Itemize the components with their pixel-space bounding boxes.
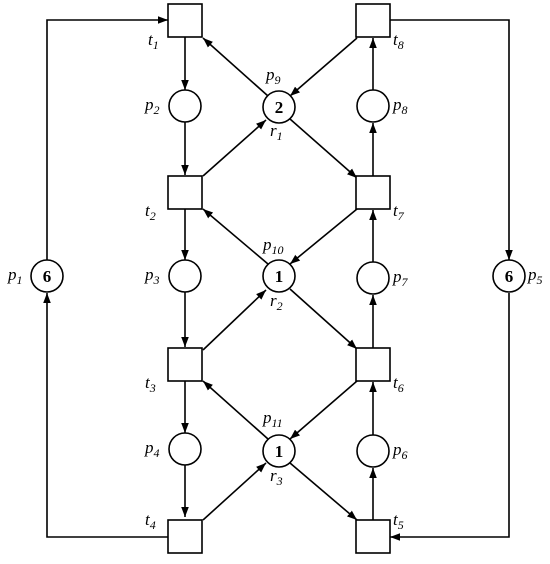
transition-t3 (167, 347, 203, 382)
arc-t2-p9 (202, 119, 267, 177)
label-t5: t5 (393, 510, 404, 532)
arc-p9-t7 (289, 118, 358, 179)
label-p9: p9 (265, 65, 281, 87)
arc-t6-p11 (289, 380, 358, 440)
place-p7 (356, 261, 390, 295)
label-p7: p7 (392, 267, 409, 289)
place-p10 (262, 259, 296, 293)
transition-t2 (167, 175, 203, 210)
label-t1: t1 (148, 30, 159, 52)
tokens-p10: 1 (275, 267, 284, 286)
label-p4: p4 (144, 438, 160, 460)
label-t3: t3 (145, 373, 156, 395)
transition-t5 (355, 519, 391, 554)
label-p6: p6 (392, 440, 408, 462)
arc-t4-p1 (43, 293, 168, 538)
arc-p11-t3 (202, 380, 269, 440)
arc-t8-p9 (289, 37, 358, 97)
label-r2: r2 (270, 291, 283, 313)
resource-labels: r1 r2 r3 (270, 121, 283, 488)
label-t4: t4 (145, 510, 156, 532)
place-p8 (356, 89, 390, 123)
arcs (43, 16, 513, 541)
label-t6: t6 (393, 373, 404, 395)
arc-t3-p10 (202, 289, 267, 351)
label-t7: t7 (393, 201, 405, 223)
arc-p10-t6 (289, 288, 358, 350)
place-p6 (356, 434, 390, 468)
transitions (167, 3, 391, 554)
label-p8: p8 (392, 95, 408, 117)
label-p11: p11 (262, 408, 283, 430)
transition-t4 (167, 519, 203, 554)
tokens: 6 6 2 1 1 (43, 98, 514, 461)
arc-p1-t1 (46, 16, 168, 260)
tokens-p1: 6 (43, 267, 52, 286)
label-p1: p1 (7, 265, 23, 287)
place-p1 (30, 259, 64, 293)
label-r3: r3 (270, 466, 283, 488)
arc-t8-p5 (390, 19, 513, 260)
transition-t7 (355, 175, 391, 210)
place-p2 (168, 89, 202, 123)
transition-t1 (167, 3, 203, 38)
arc-t7-p10 (289, 208, 358, 265)
places (30, 89, 526, 468)
transition-labels: t1 t2 t3 t4 t8 t7 t6 t5 (145, 30, 405, 532)
place-p11 (262, 434, 296, 468)
label-p2: p2 (144, 95, 160, 117)
transition-t6 (355, 347, 391, 382)
place-p4 (168, 432, 202, 466)
place-p9 (262, 90, 296, 124)
arc-p11-t5 (289, 462, 358, 521)
label-p3: p3 (144, 265, 160, 287)
tokens-p5: 6 (505, 267, 514, 286)
place-labels: p1 p2 p3 p4 p5 p6 p7 p8 p9 p10 p11 (7, 65, 543, 462)
arc-p5-t5 (390, 293, 510, 541)
label-r1: r1 (270, 121, 283, 143)
tokens-p11: 1 (275, 442, 284, 461)
arc-t4-p11 (202, 462, 267, 521)
arc-p10-t2 (202, 208, 269, 265)
transition-t8 (355, 3, 391, 38)
label-p5: p5 (527, 265, 543, 287)
tokens-p9: 2 (275, 98, 284, 117)
label-t2: t2 (145, 201, 156, 223)
place-p5 (492, 259, 526, 293)
label-t8: t8 (393, 30, 404, 52)
label-p10: p10 (262, 235, 284, 257)
place-p3 (168, 259, 202, 293)
arc-p9-t1 (202, 37, 269, 97)
